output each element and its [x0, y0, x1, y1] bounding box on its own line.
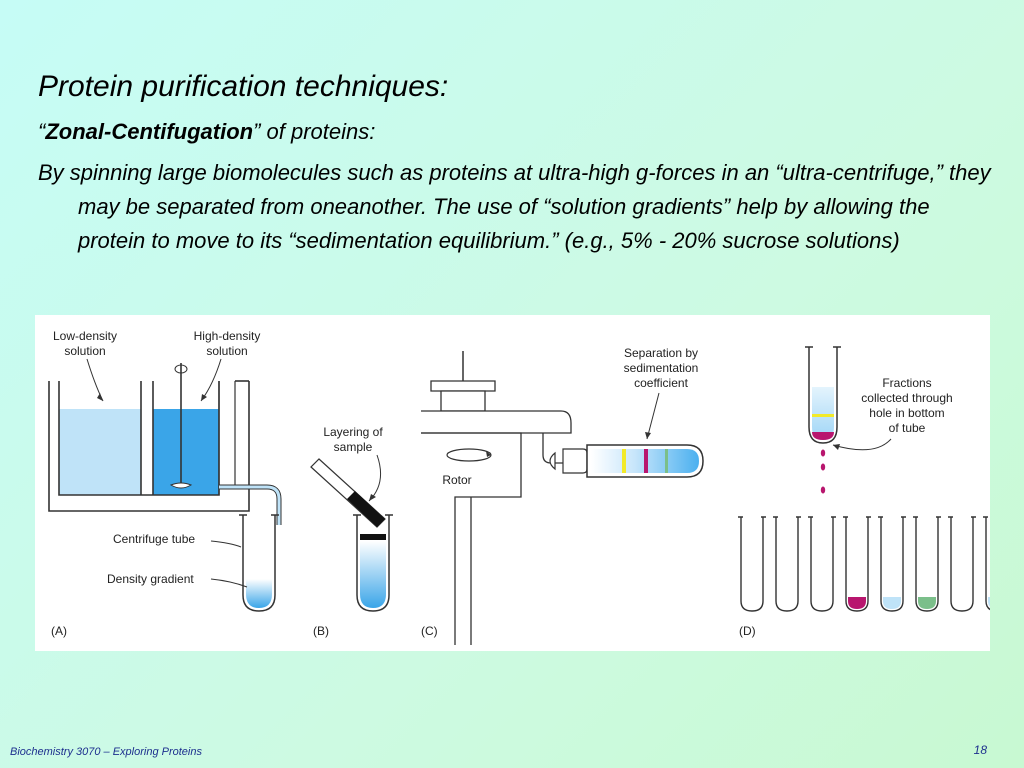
body-paragraph: By spinning large biomolecules such as p…: [38, 160, 991, 253]
density-gradient-fill: [246, 579, 272, 608]
label-low-density: Low-density: [53, 329, 117, 343]
slide-title: Protein purification techniques:: [38, 70, 449, 103]
collection-tube: [775, 517, 799, 612]
rotor-arm: [421, 410, 572, 434]
collection-tube: [880, 517, 904, 612]
subtitle-rest: ” of proteins:: [253, 119, 376, 144]
label-fractions: Fractions: [882, 376, 931, 390]
band-magenta: [644, 449, 648, 473]
subtitle-bold-term: Zonal-Centifugation: [45, 119, 254, 144]
label-high-density-solution: solution: [206, 344, 247, 358]
fraction-fill: [918, 597, 936, 609]
label-centrifuge-tube: Centrifuge tube: [113, 532, 195, 546]
collection-tube: [810, 517, 834, 612]
panel-d-fractions: Fractions collected through hole in bott…: [738, 346, 990, 638]
label-sedimentation: sedimentation: [624, 361, 699, 375]
band-green: [665, 449, 668, 473]
panel-label-b: (B): [313, 624, 329, 638]
label-layering-of: Layering of: [323, 425, 383, 439]
rotor-body: [421, 432, 522, 645]
label-separation-by: Separation by: [624, 346, 698, 360]
collection-tube: [985, 517, 990, 611]
band-yellow: [622, 449, 626, 473]
collection-tube: [950, 517, 974, 612]
label-of-tube: of tube: [889, 421, 926, 435]
label-low-density-solution: solution: [64, 344, 105, 358]
panel-c-rotor: Rotor Separation by sedimentation coeffi…: [421, 346, 704, 645]
subtitle-open-quote: “: [38, 119, 46, 144]
centrifugation-figure: Low-density solution High-density soluti…: [35, 315, 990, 651]
stirrer-paddle: [169, 482, 193, 489]
collection-tube: [845, 517, 869, 612]
panel-label-c: (C): [421, 624, 438, 638]
label-sample: sample: [334, 440, 373, 454]
low-density-reservoir: [59, 409, 141, 495]
collection-tube: [915, 517, 939, 612]
label-rotor: Rotor: [442, 473, 471, 487]
panel-b-layering: Layering of sample (B): [310, 425, 393, 638]
fraction-fill: [883, 597, 901, 609]
slide-subtitle: “Zonal-Centifugation” of proteins:: [38, 119, 375, 145]
sample-layer: [360, 534, 386, 540]
centrifugation-diagram: Low-density solution High-density soluti…: [48, 329, 990, 645]
panel-a-gradient-maker: Low-density solution High-density soluti…: [48, 329, 282, 638]
high-density-reservoir: [153, 409, 219, 495]
collection-tubes: [738, 516, 990, 612]
footer-page-number: 18: [973, 743, 987, 757]
panel-label-d: (D): [739, 624, 756, 638]
label-high-density: High-density: [194, 329, 261, 343]
label-hole-in-bottom: hole in bottom: [869, 406, 944, 420]
fraction-fill: [988, 597, 990, 607]
label-collected-through: collected through: [861, 391, 952, 405]
footer-course: Biochemistry 3070 – Exploring Proteins: [10, 746, 202, 758]
label-coefficient: coefficient: [634, 376, 688, 390]
fraction-fill: [848, 597, 866, 609]
label-density-gradient: Density gradient: [107, 572, 194, 586]
collection-tube: [740, 517, 764, 612]
panel-label-a: (A): [51, 624, 67, 638]
